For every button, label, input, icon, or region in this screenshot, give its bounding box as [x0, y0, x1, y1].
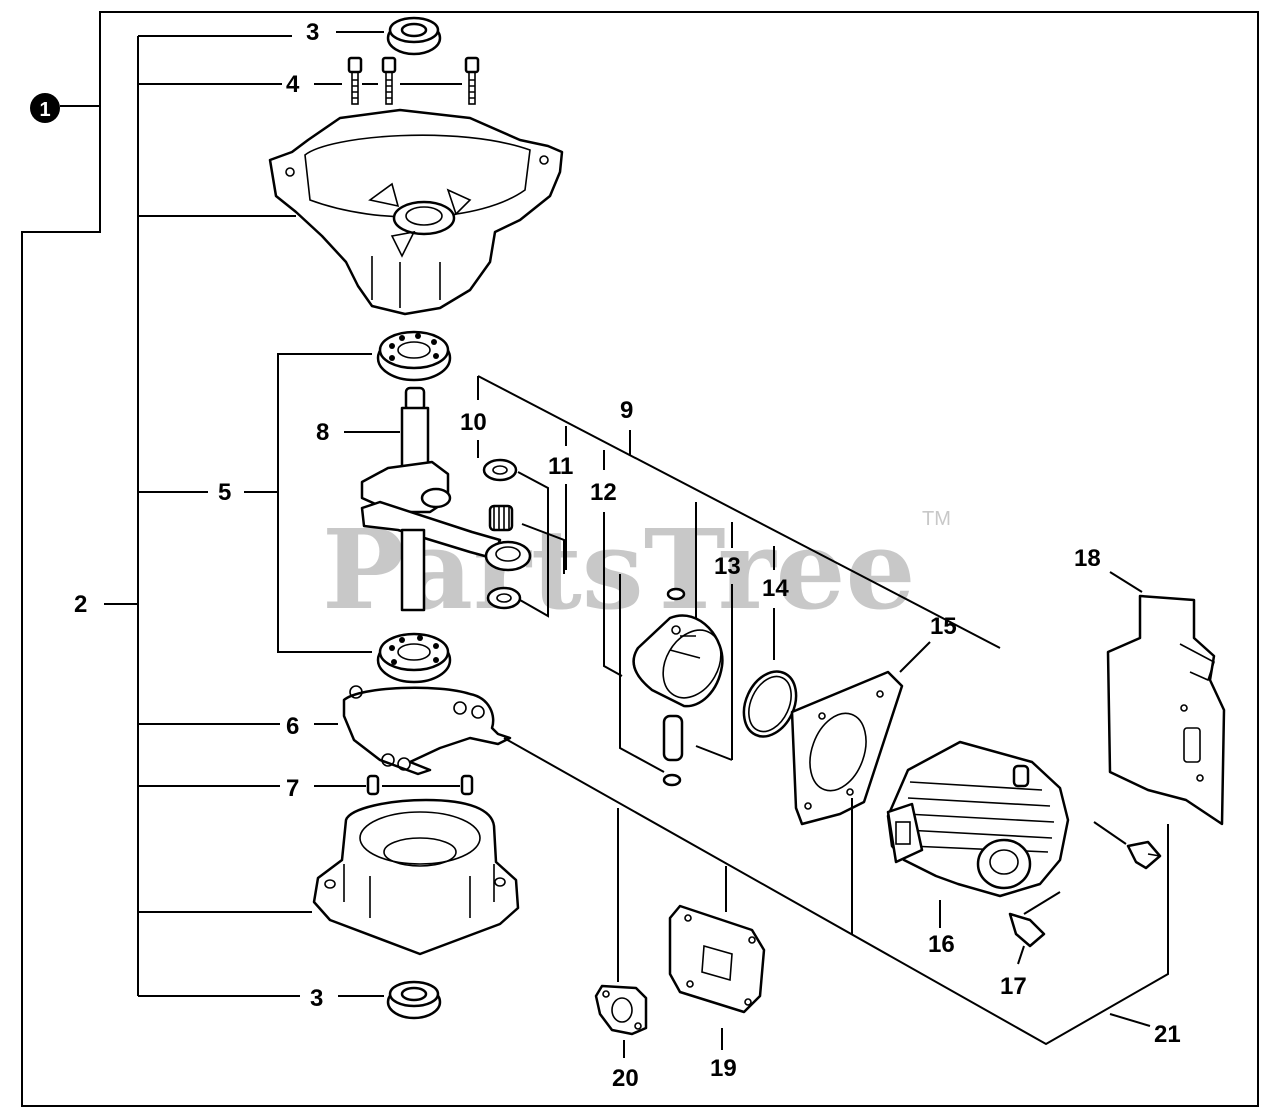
- label-7: 7: [286, 775, 299, 802]
- cylinder-bolt-lower[interactable]: [1008, 912, 1046, 948]
- label-8: 8: [316, 419, 329, 446]
- circlip-top[interactable]: [666, 587, 686, 601]
- label-6: 6: [286, 713, 299, 740]
- oil-seal-top[interactable]: [386, 16, 442, 56]
- label-12: 12: [590, 479, 617, 506]
- trademark: TM: [922, 508, 951, 530]
- bearing-top[interactable]: [376, 330, 452, 382]
- bolt-3[interactable]: [464, 56, 480, 105]
- label-11: 11: [548, 453, 573, 480]
- label-20: 20: [612, 1065, 639, 1092]
- connecting-rod-end[interactable]: [484, 540, 532, 572]
- cylinder-gasket[interactable]: [790, 670, 904, 826]
- label-18: 18: [1074, 545, 1101, 572]
- label-17: 17: [1000, 973, 1027, 1000]
- label-2: 2: [74, 591, 87, 618]
- label-4: 4: [286, 71, 300, 98]
- oil-seal-bottom[interactable]: [386, 980, 442, 1020]
- cylinder[interactable]: [886, 740, 1070, 898]
- piston-ring[interactable]: [734, 663, 806, 745]
- label-3-top: 3: [306, 19, 319, 46]
- crankcase-gasket[interactable]: [342, 685, 512, 776]
- diagram-frame: [21, 11, 1259, 1107]
- svg-text:1: 1: [39, 99, 50, 121]
- kit-marker[interactable]: 1: [30, 93, 60, 123]
- washer-bottom[interactable]: [486, 586, 522, 610]
- label-14: 14: [762, 575, 789, 602]
- label-5: 5: [218, 479, 231, 506]
- label-13: 13: [714, 553, 741, 580]
- label-16: 16: [928, 931, 955, 958]
- label-21: 21: [1154, 1021, 1181, 1048]
- label-15: 15: [930, 613, 957, 640]
- cylinder-bolt-upper[interactable]: [1126, 840, 1162, 870]
- needle-bearing[interactable]: [488, 504, 514, 532]
- bolt-1[interactable]: [347, 56, 363, 105]
- bearing-bottom[interactable]: [376, 632, 452, 684]
- piston[interactable]: [632, 614, 733, 709]
- crankcase-lower[interactable]: [312, 798, 520, 956]
- label-19: 19: [710, 1055, 737, 1082]
- crankcase-upper[interactable]: [268, 108, 564, 316]
- dowel-pin-right[interactable]: [460, 774, 474, 796]
- label-3-bottom: 3: [310, 985, 323, 1012]
- washer-top[interactable]: [482, 458, 518, 482]
- label-10: 10: [460, 409, 487, 436]
- bolt-2[interactable]: [381, 56, 397, 105]
- label-9: 9: [620, 397, 633, 424]
- circlip-bottom[interactable]: [662, 773, 682, 787]
- carburetor-gasket[interactable]: [594, 984, 648, 1036]
- piston-pin[interactable]: [662, 714, 684, 762]
- heat-shield[interactable]: [1106, 594, 1226, 826]
- dowel-pin-left[interactable]: [366, 774, 380, 796]
- insulator-gasket[interactable]: [668, 904, 766, 1014]
- crankshaft[interactable]: [360, 386, 502, 612]
